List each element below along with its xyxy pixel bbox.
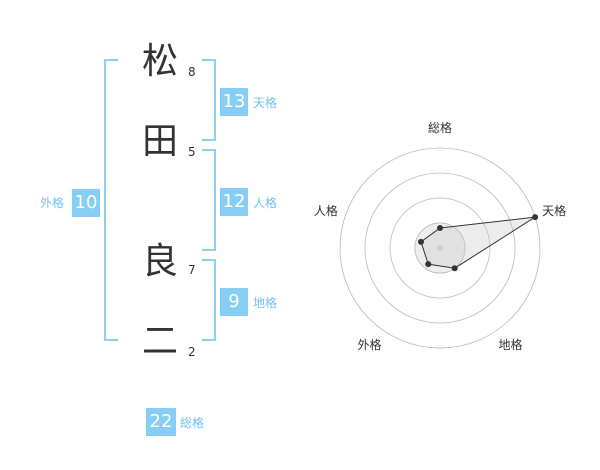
- radar-center-dot: [437, 245, 443, 251]
- radar-axis-label-3: 地格: [499, 337, 523, 352]
- radar-axis-label-4: 外格: [357, 337, 381, 352]
- radar-axis-label-1: 総格: [428, 120, 452, 135]
- radar-axis-label-5: 人格: [314, 203, 338, 218]
- tenkaku-value-badge: 13: [220, 88, 248, 116]
- tenkaku-bracket: [202, 59, 216, 141]
- radar-axis-label-2: 天格: [542, 203, 566, 218]
- stroke-count-2: 5: [188, 145, 196, 159]
- chikaku-value-badge: 9: [220, 288, 248, 316]
- jinkaku-label: 人格: [253, 196, 278, 210]
- gaikaku-bracket: [104, 59, 118, 341]
- radar-ring-4: [339, 147, 541, 349]
- name-char-4: 二: [141, 321, 178, 362]
- stroke-count-4: 2: [188, 345, 196, 359]
- gaikaku-label: 外格: [40, 196, 65, 210]
- jinkaku-value-badge: 12: [220, 188, 248, 216]
- radar-point-5: [417, 238, 424, 245]
- radar-point-3: [451, 265, 458, 272]
- radar-point-2: [532, 214, 539, 221]
- chikaku-bracket: [202, 259, 216, 341]
- stroke-count-1: 8: [188, 65, 196, 79]
- name-char-1: 松: [141, 41, 178, 82]
- name-char-3: 良: [141, 241, 178, 282]
- stroke-count-3: 7: [188, 263, 196, 277]
- tenkaku-label: 天格: [253, 96, 278, 110]
- jinkaku-bracket: [202, 149, 216, 251]
- radar-ring-2: [389, 197, 491, 299]
- radar-series-polygon: [420, 216, 536, 269]
- gaikaku-value-badge: 10: [72, 189, 100, 217]
- soukaku-value-badge: 22: [146, 408, 176, 436]
- radar-point-1: [437, 225, 443, 231]
- radar-point-4: [425, 261, 432, 268]
- chikaku-label: 地格: [253, 296, 278, 310]
- name-char-2: 田: [141, 121, 178, 162]
- soukaku-label: 総格: [180, 416, 205, 430]
- radar-ring-3: [364, 172, 516, 324]
